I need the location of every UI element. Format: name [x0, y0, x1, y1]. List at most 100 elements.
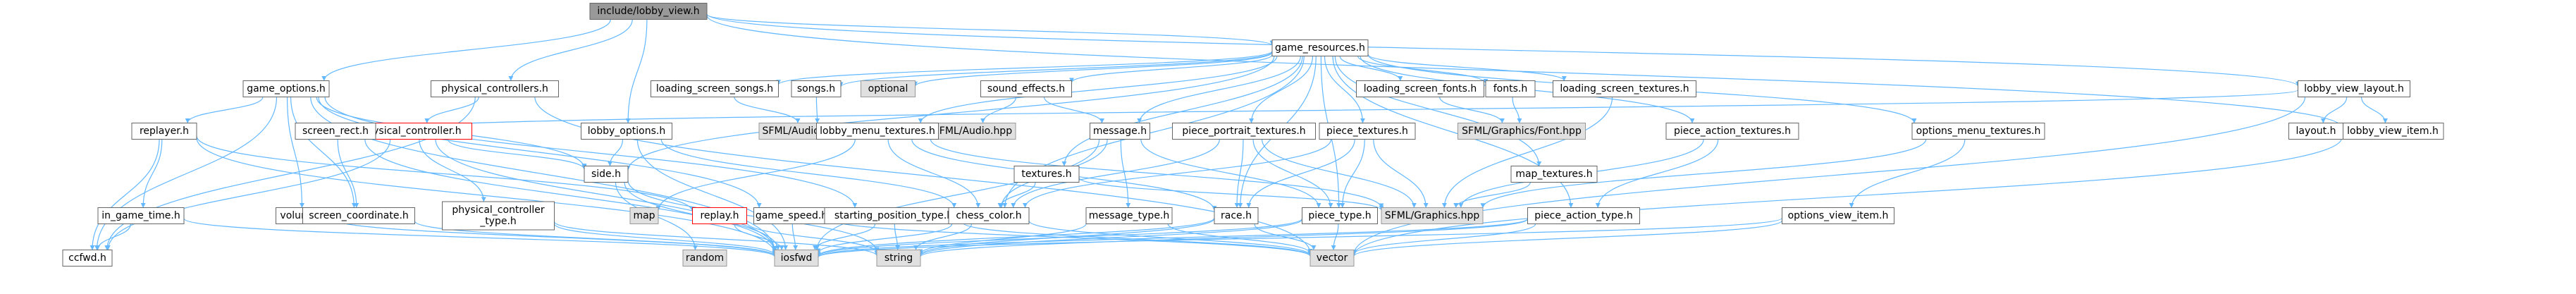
edge-game_resources_h-to-message_h	[1137, 56, 1301, 123]
node-lobby-options-h[interactable]: lobby_options.h	[581, 123, 672, 140]
node-box	[1271, 39, 1369, 56]
node-box	[1302, 207, 1378, 224]
node-box	[1485, 80, 1536, 97]
edge-piece_portrait_textures_h-to-sfml_graphics	[1261, 139, 1417, 208]
node-fonts-h[interactable]: fonts.h	[1485, 80, 1536, 97]
edge-game_resources_h-to-sound_effects_h	[1069, 54, 1273, 83]
node-label: sound_effects.h	[987, 83, 1065, 94]
edge-game_options_h-to-game_speed_h	[318, 97, 762, 208]
node-replayer-h[interactable]: replayer.h	[131, 123, 197, 140]
node-physical-controllers-h[interactable]: physical_controllers.h	[431, 80, 559, 97]
node-chess-color-h[interactable]: chess_color.h	[948, 207, 1030, 224]
node-label: piece_action_type.h	[1534, 210, 1632, 221]
edge-game_options_h-to-screen_coordinate_h	[290, 97, 357, 208]
edge-lobby_view_h-to-lobby_options_h	[625, 19, 648, 123]
node-screen-coordinate-h[interactable]: screen_coordinate.h	[302, 207, 415, 224]
node-game-resources-h[interactable]: game_resources.h	[1271, 39, 1369, 56]
edge-game_resources_h-to-loading_screen_fonts_h	[1339, 56, 1403, 81]
edge-physical_controller_h-to-physical_controller_type_h	[419, 139, 486, 202]
node-label: loading_screen_songs.h	[656, 83, 773, 94]
node-game-speed-h[interactable]: game_speed.h	[753, 207, 830, 224]
node-options-view-item-h[interactable]: options_view_item.h	[1782, 207, 1894, 224]
edge-options_menu_textures_h-to-sfml_graphics	[1480, 139, 1927, 209]
node-box	[589, 3, 708, 20]
node-ccfwd-h[interactable]: ccfwd.h	[62, 250, 113, 267]
node-label: lobby_view_item.h	[2347, 125, 2439, 137]
node-layout-h[interactable]: layout.h	[2288, 123, 2343, 140]
node-starting-position-type-h[interactable]: starting_position_type.h	[824, 207, 963, 224]
node-label: piece_portrait_textures.h	[1182, 125, 1305, 137]
node-lobby-view-layout-h[interactable]: lobby_view_layout.h	[2298, 80, 2410, 97]
node-game-options-h[interactable]: game_options.h	[242, 80, 330, 97]
edge-message_h-to-piece_type_h	[1140, 139, 1321, 208]
edge-chess_color_h-to-iosfwd	[815, 223, 953, 254]
node-side-h[interactable]: side.h	[584, 166, 629, 183]
edge-game_resources_h-to-loading_screen_songs_h	[776, 51, 1273, 85]
edge-lobby_view_h-to-lobby_view_item_h	[706, 15, 2345, 128]
edge-songs_h-to-sfml_music	[815, 97, 820, 123]
node-sound-effects-h[interactable]: sound_effects.h	[980, 80, 1072, 97]
node-box	[1013, 166, 1080, 183]
node-label: lobby_options.h	[588, 125, 665, 137]
node-box	[876, 250, 921, 267]
node-label: options_view_item.h	[1788, 210, 1889, 221]
node-physical-controller-type-h[interactable]: physical_controller_type.h	[442, 201, 555, 231]
node-lobby-view-h[interactable]: include/lobby_view.h	[589, 3, 708, 20]
edge-message_h-to-iosfwd	[814, 139, 1100, 250]
node-box	[861, 80, 916, 97]
node-piece-type-h[interactable]: piece_type.h	[1302, 207, 1378, 224]
node-message-h[interactable]: message.h	[1090, 123, 1150, 140]
node-replay-h[interactable]: replay.h	[692, 207, 747, 224]
node-lobby-menu-textures-h[interactable]: lobby_menu_textures.h	[816, 123, 939, 140]
edge-game_resources_h-to-loading_screen_textures_h	[1367, 54, 1567, 82]
node-in-game-time-h[interactable]: in_game_time.h	[97, 207, 185, 224]
edge-lobby_view_layout_h-to-lobby_view_item_h	[2360, 97, 2388, 123]
edge-lobby_view_h-to-game_resources_h	[706, 13, 1275, 46]
edge-game_resources_h-to-optional	[913, 51, 1273, 87]
node-songs-h[interactable]: songs.h	[791, 80, 842, 97]
edge-piece_action_type_h-to-iosfwd	[815, 218, 1529, 257]
node-box	[948, 207, 1030, 224]
edge-game_resources_h-to-piece_portrait_textures_h	[1249, 56, 1314, 123]
node-sfml-graphics: SFML/Graphics.hpp	[1381, 207, 1484, 224]
edge-fonts_h-to-sfml_font	[1512, 97, 1522, 123]
node-piece-portrait-textures-h[interactable]: piece_portrait_textures.h	[1172, 123, 1316, 140]
node-box	[816, 123, 939, 140]
node-box	[302, 207, 415, 224]
node-options-menu-textures-h[interactable]: options_menu_textures.h	[1911, 123, 2045, 140]
edge-lobby_view_item_h-to-vector	[1351, 137, 2343, 256]
edge-replay_h-to-iosfwd	[734, 223, 784, 250]
node-piece-textures-h[interactable]: piece_textures.h	[1319, 123, 1416, 140]
node-label: SFML/Graphics/Font.hpp	[1462, 125, 1582, 137]
node-message-type-h[interactable]: message_type.h	[1085, 207, 1173, 224]
edge-map_textures_h-to-sfml_graphics	[1453, 182, 1531, 208]
node-loading-screen-fonts-h[interactable]: loading_screen_fonts.h	[1356, 80, 1484, 97]
edge-replayer_h-to-ccfwd_h	[90, 139, 160, 250]
node-label: game_resources.h	[1275, 42, 1365, 54]
node-label: SFML/Audio.hpp	[933, 125, 1012, 137]
node-textures-h[interactable]: textures.h	[1013, 166, 1080, 183]
edge-in_game_time_h-to-ccfwd_h	[95, 223, 132, 250]
node-box	[1356, 80, 1484, 97]
node-box	[1510, 166, 1598, 183]
node-box	[2288, 123, 2343, 140]
node-label: SFML/Graphics.hpp	[1385, 210, 1480, 221]
node-piece-action-textures-h[interactable]: piece_action_textures.h	[1665, 123, 1799, 140]
edge-physical_controller_type_h-to-iosfwd	[553, 223, 777, 255]
node-screen-rect-h[interactable]: screen_rect.h	[295, 123, 376, 140]
node-loading-screen-textures-h[interactable]: loading_screen_textures.h	[1553, 80, 1696, 97]
node-map-textures-h[interactable]: map_textures.h	[1510, 166, 1598, 183]
node-lobby-view-item-h[interactable]: lobby_view_item.h	[2341, 123, 2444, 140]
node-box	[1665, 123, 1799, 140]
node-piece-action-type-h[interactable]: piece_action_type.h	[1527, 207, 1640, 224]
node-physical-controller-h[interactable]: physical_controller.h	[350, 123, 472, 140]
edge-lobby_menu_textures_h-to-sfml_graphics	[930, 139, 1384, 209]
edge-screen_coordinate_h-to-iosfwd	[414, 221, 777, 257]
node-string: string	[876, 250, 921, 267]
node-label: side.h	[591, 169, 621, 180]
edge-game_options_h-to-volume_h	[286, 97, 304, 208]
edge-game_resources_h-to-fonts_h	[1357, 56, 1489, 84]
node-box	[791, 80, 842, 97]
node-race-h[interactable]: race.h	[1214, 207, 1259, 224]
node-loading-screen-songs-h[interactable]: loading_screen_songs.h	[651, 80, 779, 97]
